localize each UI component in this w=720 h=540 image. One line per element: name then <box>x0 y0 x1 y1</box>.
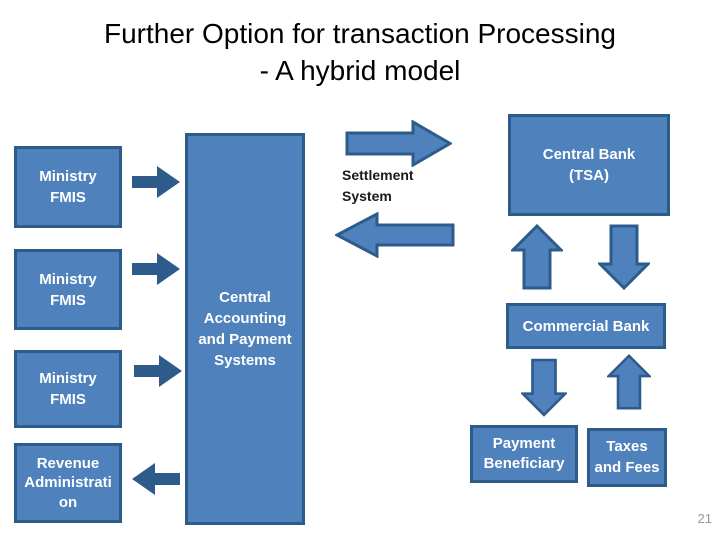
arrow-right-icon <box>134 355 182 387</box>
settlement-system-label: Settlement System <box>342 167 414 204</box>
block-arrow-left-icon <box>335 212 455 258</box>
ministry-fmis-box-3: Ministry FMIS <box>14 350 122 428</box>
taxes-and-fees-box: Taxes and Fees <box>587 428 667 487</box>
arrow-right-icon <box>132 166 180 198</box>
arrow-left-icon <box>132 463 180 495</box>
payment-beneficiary-box: Payment Beneficiary <box>470 425 578 483</box>
block-arrow-down-icon <box>598 224 650 290</box>
block-arrow-right-icon <box>345 120 452 167</box>
central-accounting-box: Central Accounting and Payment Systems <box>185 133 305 525</box>
ministry-fmis-box-1: Ministry FMIS <box>14 146 122 228</box>
central-bank-tsa-box: Central Bank (TSA) <box>508 114 670 216</box>
ministry-fmis-box-2: Ministry FMIS <box>14 249 122 330</box>
block-arrow-up-icon <box>511 224 563 290</box>
slide-title: Further Option for transaction Processin… <box>103 18 616 86</box>
arrow-right-icon <box>132 253 180 285</box>
revenue-administration-box: Revenue Administrati on <box>14 443 122 523</box>
block-arrow-down-icon <box>521 358 567 417</box>
block-arrow-up-icon <box>607 353 651 410</box>
page-number: 21 <box>697 511 712 526</box>
commercial-bank-box: Commercial Bank <box>506 303 666 349</box>
